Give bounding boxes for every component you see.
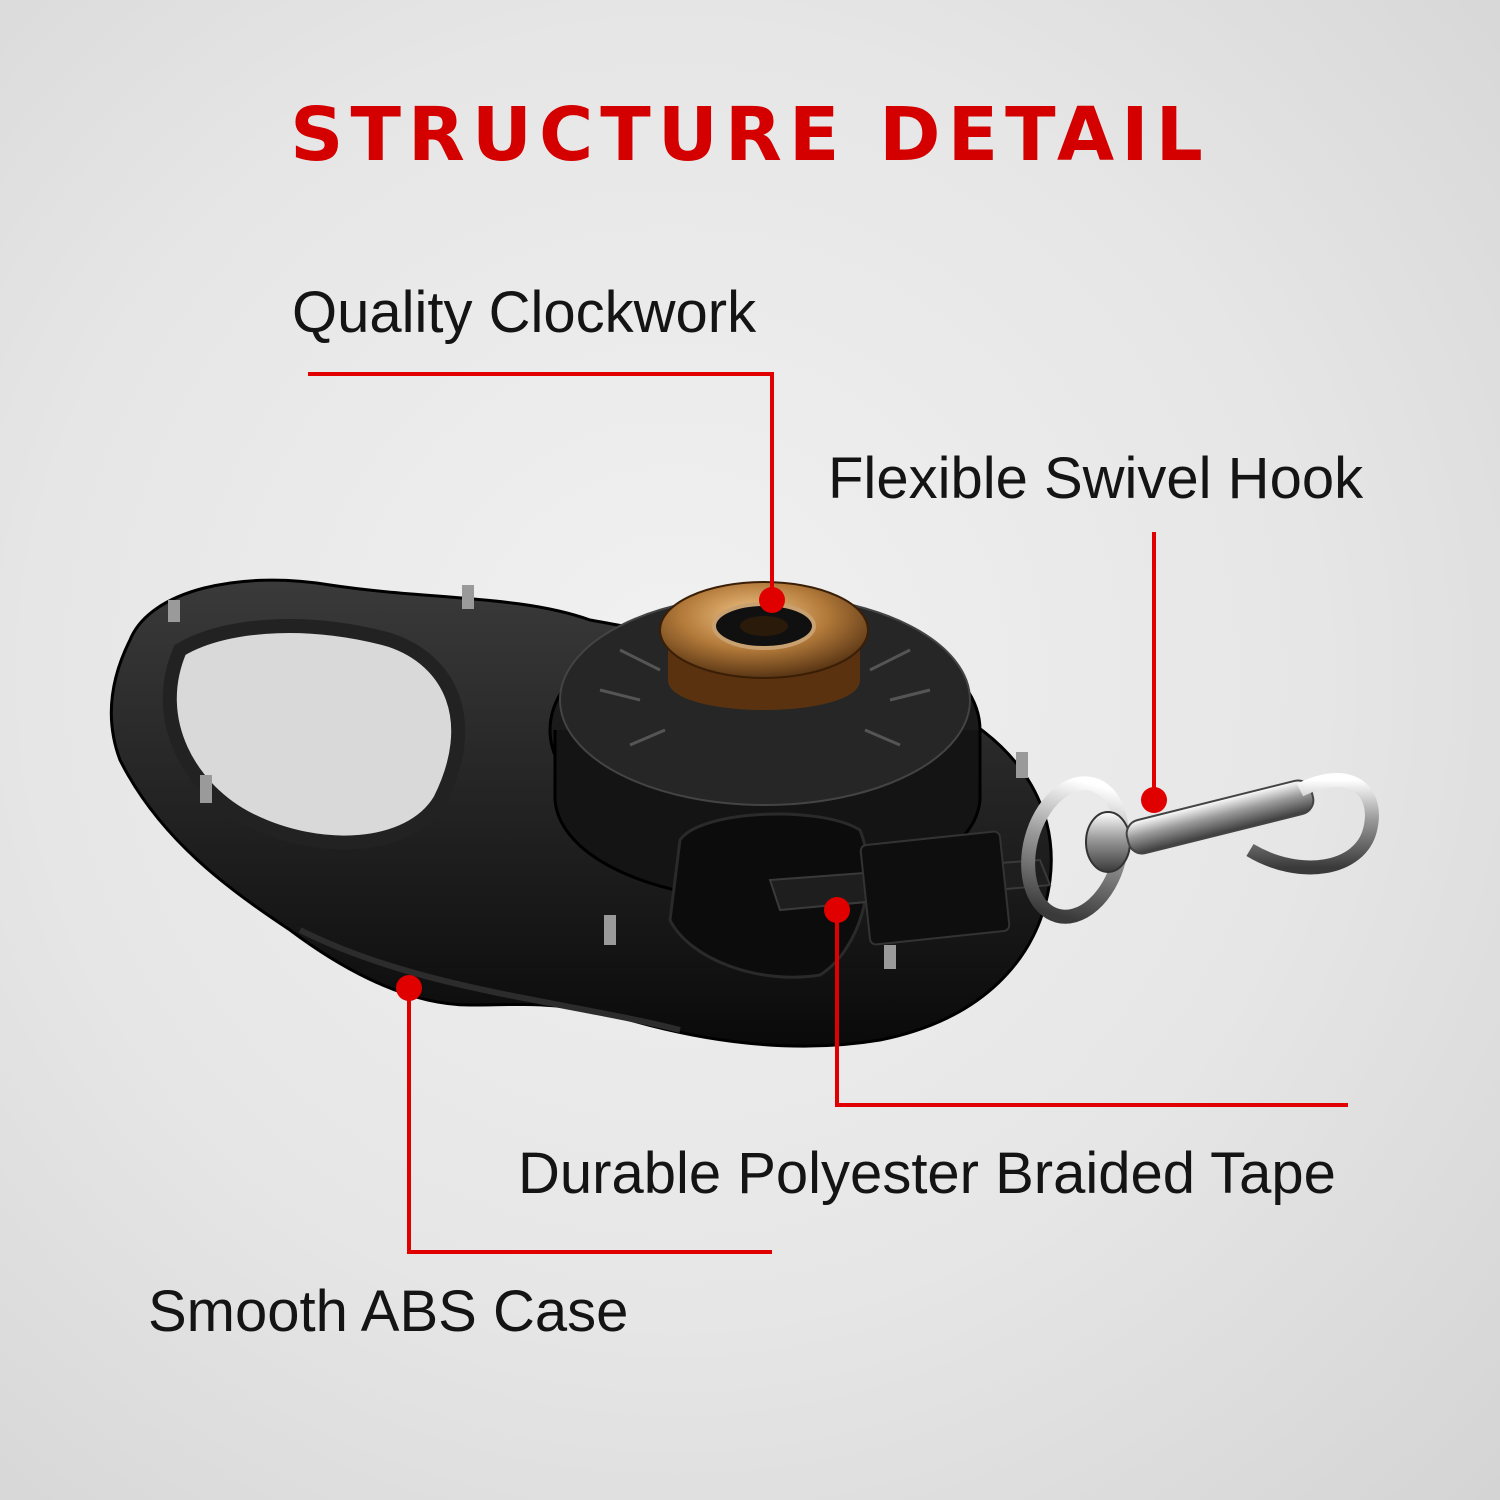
callout-label-clockwork: Quality Clockwork — [292, 280, 757, 345]
callout-label-swivel-hook: Flexible Swivel Hook — [828, 446, 1364, 511]
callout-line-tape — [835, 910, 1348, 1107]
callout-lines — [308, 372, 1348, 1254]
callout-label-abs-case: Smooth ABS Case — [148, 1279, 629, 1344]
callout-line-case — [407, 988, 772, 1254]
callout-line-clockwork — [308, 372, 774, 598]
page-title: STRUCTURE DETAIL — [290, 92, 1210, 178]
callout-dot-tape — [824, 897, 850, 923]
callout-dot-clockwork — [759, 587, 785, 613]
braided-tape — [668, 812, 1052, 979]
callout-label-braided-tape: Durable Polyester Braided Tape — [518, 1141, 1336, 1206]
callout-dot-case — [396, 975, 422, 1001]
callout-dot-hook — [1141, 787, 1167, 813]
clockwork-spring-cap — [659, 581, 869, 710]
swivel-hook — [1021, 773, 1379, 924]
